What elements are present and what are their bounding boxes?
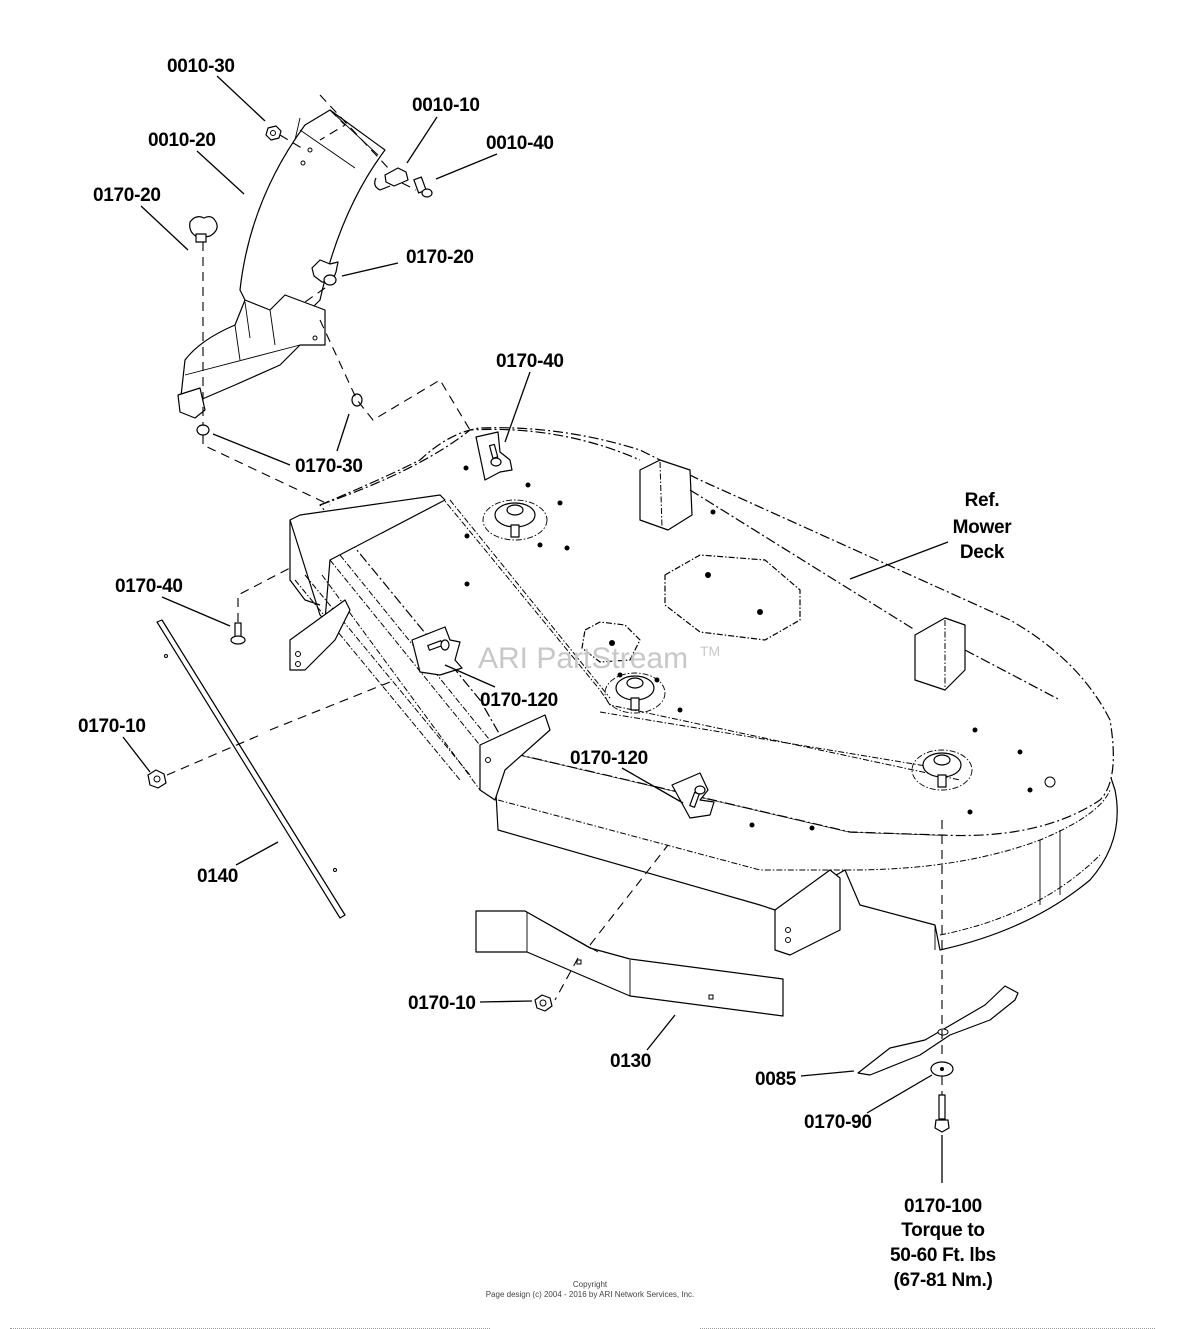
callout-0170-90: 0170-90 <box>804 1112 872 1133</box>
callout-0170-10-left: 0170-10 <box>78 716 146 737</box>
bolt-0170-120-lower <box>671 772 715 819</box>
washer-0170-90 <box>930 1061 954 1077</box>
ref-line-2: Mower <box>953 517 1013 538</box>
nut-0170-10-lower <box>534 994 553 1012</box>
callout-0170-100-note-2: 50-60 Ft. lbs <box>890 1245 996 1266</box>
callout-0170-20-right: 0170-20 <box>406 247 474 268</box>
blade-0085 <box>857 985 1019 1076</box>
watermark-tm: TM <box>700 643 720 659</box>
nut-0170-10-left <box>147 769 167 789</box>
bolt-0170-100 <box>934 1094 950 1133</box>
callout-0170-100-note-3: (67-81 Nm.) <box>893 1270 992 1291</box>
callout-0170-40-left: 0170-40 <box>115 576 183 597</box>
copyright-line-1: Copyright <box>572 1280 608 1289</box>
ref-line-1: Ref. <box>965 490 1000 511</box>
knob-0170-20-right <box>311 259 339 286</box>
watermark: ARI PartStream TM <box>478 642 720 675</box>
callout-0085: 0085 <box>755 1069 797 1090</box>
callout-0170-120-lower: 0170-120 <box>570 748 648 769</box>
callout-0010-10: 0010-10 <box>412 95 480 116</box>
callout-0170-100: 0170-100 Torque to 50-60 Ft. lbs (67-81 … <box>890 1196 996 1291</box>
knob-0170-20-left <box>189 216 218 243</box>
callout-0010-30: 0010-30 <box>167 56 235 77</box>
latch-0010-10 <box>374 167 409 191</box>
leader-lines <box>122 75 949 1183</box>
rear-upright-right <box>914 617 966 691</box>
copyright-line-2: Page design (c) 2004 - 2016 by ARI Netwo… <box>485 1290 695 1299</box>
baffle-0130 <box>475 910 784 1017</box>
callout-0010-40: 0010-40 <box>486 133 554 154</box>
baffle-0140 <box>156 619 346 919</box>
watermark-text: ARI PartStream <box>478 642 688 675</box>
rear-upright-left <box>639 459 693 531</box>
callout-0010-20: 0010-20 <box>148 130 216 151</box>
explosion-lines <box>166 94 943 1095</box>
spindle-right <box>911 749 973 791</box>
nut-0010-30 <box>265 125 282 141</box>
callout-ref-mower-deck: Ref. Mower Deck <box>953 490 1013 563</box>
callout-0140: 0140 <box>197 866 238 887</box>
callout-0170-10-lower: 0170-10 <box>408 993 476 1014</box>
deck-holes <box>463 465 1056 831</box>
bolt-0170-40-top <box>475 431 513 481</box>
spindle-left <box>482 499 548 541</box>
ref-line-3: Deck <box>960 542 1005 563</box>
mower-deck <box>289 427 1118 956</box>
bolt-0170-40-left <box>230 622 246 645</box>
callout-0170-20-left: 0170-20 <box>93 185 161 206</box>
discharge-chute <box>177 109 386 419</box>
bolt-0010-40 <box>413 176 433 198</box>
callout-0170-40-top: 0170-40 <box>496 351 564 372</box>
callout-0170-100-number: 0170-100 <box>904 1196 982 1217</box>
callout-0170-120-upper: 0170-120 <box>480 690 558 711</box>
bolt-0170-120-upper <box>411 626 463 676</box>
callout-0170-30: 0170-30 <box>295 456 363 477</box>
callouts: 0010-30 0010-20 0010-10 0010-40 0170-20 … <box>78 56 1013 1291</box>
spindle-center <box>604 672 666 714</box>
callout-0130: 0130 <box>610 1051 651 1072</box>
washer-0170-30-left <box>196 424 210 436</box>
callout-0170-100-note-1: Torque to <box>901 1220 985 1241</box>
